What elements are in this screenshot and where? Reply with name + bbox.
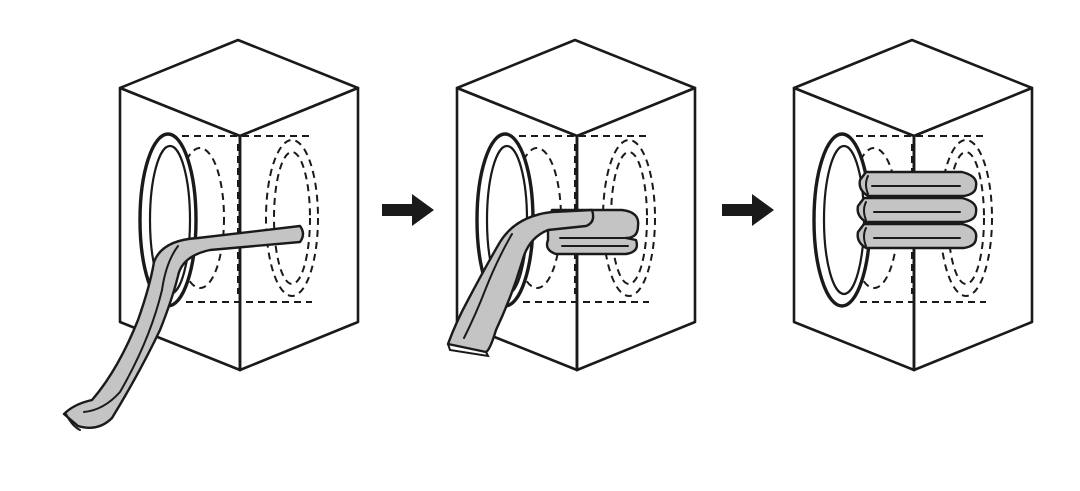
step-2-cloth (446, 208, 640, 358)
step-3-cloth (856, 170, 978, 250)
arrow-right-icon (722, 194, 774, 226)
arrow-right-icon (382, 194, 434, 226)
step-1-cloth (62, 224, 305, 431)
